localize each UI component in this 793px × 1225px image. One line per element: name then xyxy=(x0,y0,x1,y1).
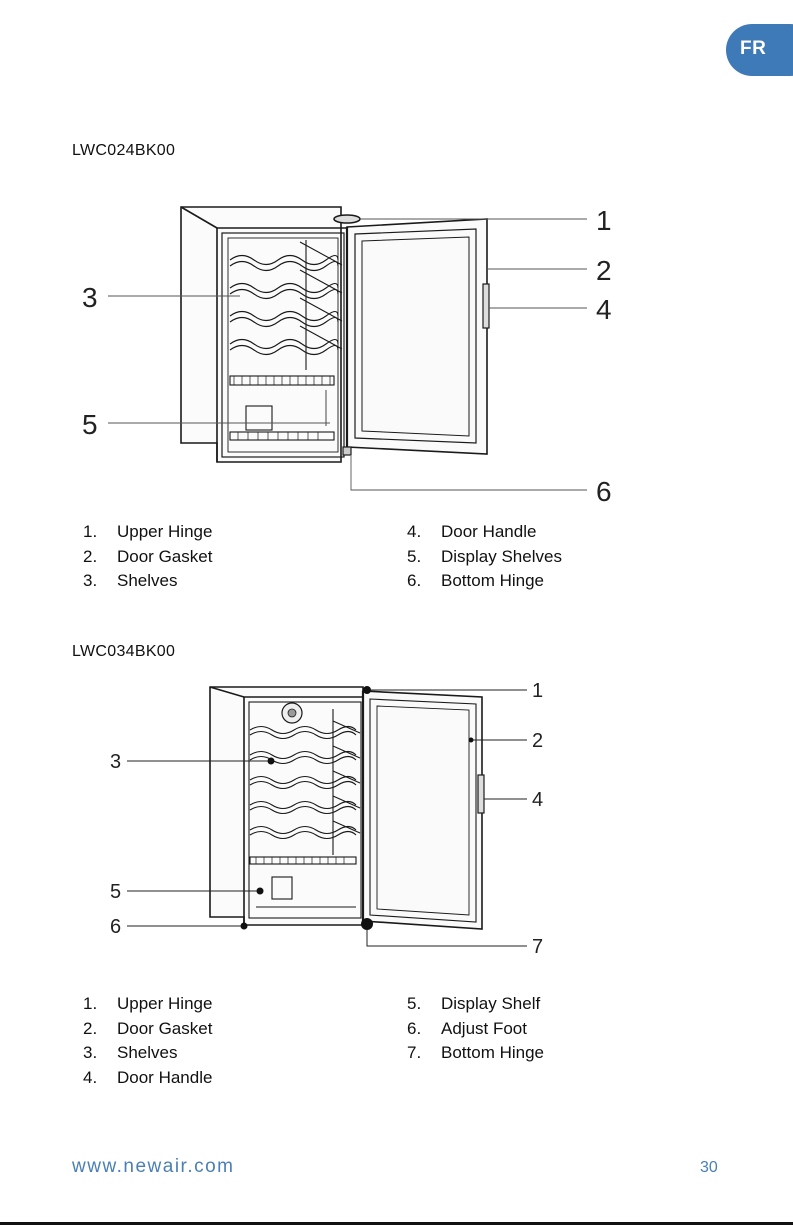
language-label: FR xyxy=(740,38,766,60)
list-item: 4.Door Handle xyxy=(83,1066,212,1091)
list-item: 5.Display Shelf xyxy=(407,992,544,1017)
list-item: 1.Upper Hinge xyxy=(83,992,212,1017)
list-item: 7.Bottom Hinge xyxy=(407,1041,544,1066)
callout-4: 4 xyxy=(532,789,543,811)
list-item: 1.Upper Hinge xyxy=(83,520,212,545)
list-item: 3.Shelves xyxy=(83,569,212,594)
callout-1: 1 xyxy=(596,205,612,236)
parts-list-2-right: 5.Display Shelf 6.Adjust Foot 7.Bottom H… xyxy=(407,992,544,1066)
list-item: 3.Shelves xyxy=(83,1041,212,1066)
callout-3: 3 xyxy=(110,751,121,773)
callout-2: 2 xyxy=(596,255,612,286)
callout-3: 3 xyxy=(82,282,98,313)
callout-5: 5 xyxy=(82,409,98,440)
wine-cooler-diagram-2: 1 2 4 7 3 5 6 xyxy=(0,675,793,965)
callout-7: 7 xyxy=(532,936,543,958)
parts-list-2-left: 1.Upper Hinge 2.Door Gasket 3.Shelves 4.… xyxy=(83,992,212,1090)
list-item: 5.Display Shelves xyxy=(407,545,562,570)
callout-2: 2 xyxy=(532,730,543,752)
footer-website-link[interactable]: www.newair.com xyxy=(72,1156,235,1178)
list-item: 2.Door Gasket xyxy=(83,545,212,570)
model-name-1: LWC024BK00 xyxy=(72,142,175,160)
parts-list-1-right: 4.Door Handle 5.Display Shelves 6.Bottom… xyxy=(407,520,562,594)
callout-4: 4 xyxy=(596,294,612,325)
callout-6: 6 xyxy=(110,916,121,938)
list-item: 6.Bottom Hinge xyxy=(407,569,562,594)
parts-list-1-left: 1.Upper Hinge 2.Door Gasket 3.Shelves xyxy=(83,520,212,594)
page-number: 30 xyxy=(700,1159,718,1177)
callout-6: 6 xyxy=(596,476,612,507)
list-item: 2.Door Gasket xyxy=(83,1017,212,1042)
list-item: 4.Door Handle xyxy=(407,520,562,545)
wine-cooler-diagram-1: 1 2 4 3 5 6 xyxy=(0,190,793,510)
callout-1: 1 xyxy=(532,680,543,702)
callout-5: 5 xyxy=(110,881,121,903)
language-tab: FR xyxy=(726,24,793,76)
list-item: 6.Adjust Foot xyxy=(407,1017,544,1042)
model-name-2: LWC034BK00 xyxy=(72,643,175,661)
